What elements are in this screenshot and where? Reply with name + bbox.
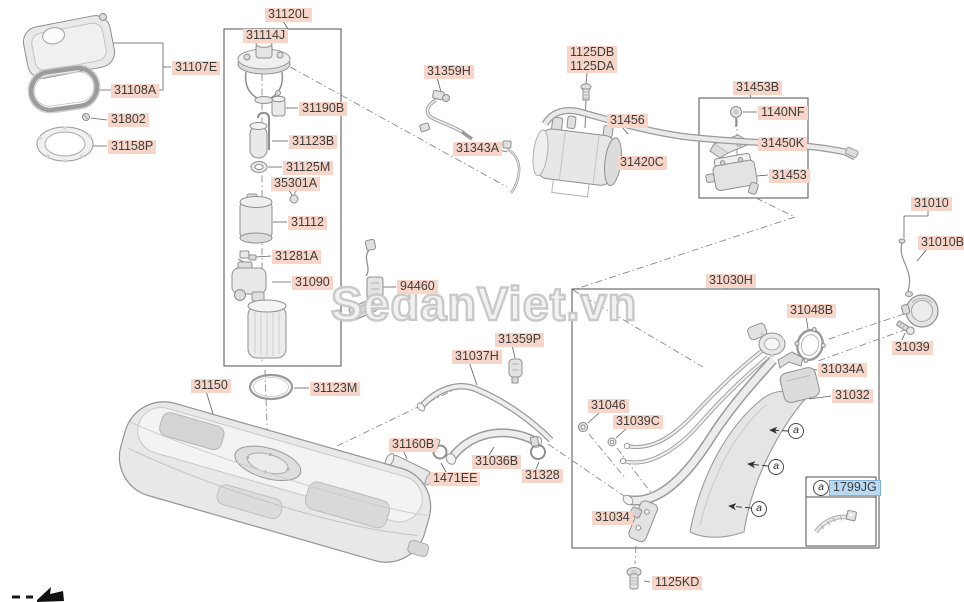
neck-bracket (777, 351, 804, 369)
legend-strap (814, 510, 857, 534)
part-label-31107E[interactable]: 31107E (172, 60, 221, 75)
cover-gasket (27, 64, 101, 114)
part-label-31343A[interactable]: 31343A (453, 141, 503, 156)
canister-close-valve (705, 152, 759, 195)
legend-box (805, 476, 877, 547)
part-label-31120L[interactable]: 31120L (265, 7, 312, 22)
vent-hose (416, 383, 554, 443)
pipe-ring (607, 437, 617, 447)
part-label-31034A[interactable]: 31034A (818, 362, 868, 377)
vent-tube-upper (419, 89, 474, 141)
part-label-31032[interactable]: 31032 (832, 388, 873, 403)
part-label-31039C[interactable]: 31039C (613, 414, 663, 429)
part-label-31010[interactable]: 31010 (911, 196, 952, 211)
part-label-31359H[interactable]: 31359H (424, 64, 474, 79)
part-label-31112[interactable]: 31112 (288, 215, 327, 230)
reservoir-cup (247, 299, 287, 359)
pipe-mount-bracket (628, 500, 658, 543)
part-label-31456[interactable]: 31456 (607, 113, 648, 128)
part-label-31034[interactable]: 31034 (592, 510, 633, 525)
fuel-filter (239, 193, 273, 244)
valve-bolt (730, 106, 742, 127)
part-label-1140NF[interactable]: 1140NF (758, 105, 808, 120)
pipe-nut (577, 421, 589, 433)
part-label-31048B[interactable]: 31048B (787, 303, 837, 318)
part-label-31328[interactable]: 31328 (522, 468, 563, 483)
fuel-pump-motor (249, 111, 270, 159)
evap-canister (532, 115, 622, 198)
pump-flange-plate (237, 40, 291, 104)
part-label-94460[interactable]: 94460 (397, 279, 438, 294)
part-label-31453B[interactable]: 31453B (733, 80, 783, 95)
bracket-bolt (626, 567, 642, 590)
part-label-1125KD[interactable]: 1125KD (652, 575, 703, 590)
part-label-35301A[interactable]: 35301A (271, 176, 321, 191)
part-label-31453[interactable]: 31453 (769, 168, 810, 183)
filler-neck-head (747, 322, 786, 358)
filler-pipe-protector (689, 367, 820, 538)
fuel-filler-cap (901, 294, 939, 328)
fuel-level-sender (348, 238, 384, 321)
part-label-31030H[interactable]: 31030H (706, 273, 756, 288)
pump-pressure-regulator (271, 90, 286, 117)
fuel-tank (118, 401, 432, 563)
part-label-31190B[interactable]: 31190B (299, 101, 348, 116)
fuel-filler-pipes (619, 348, 777, 506)
fuel-cap-tether (898, 238, 913, 297)
fuel-tank-access-cover (22, 12, 116, 79)
part-label-31802[interactable]: 31802 (108, 112, 149, 127)
part-label-31150[interactable]: 31150 (191, 378, 231, 393)
hose-clamp-right (529, 435, 546, 460)
part-label-31158P[interactable]: 31158P (108, 139, 157, 154)
pump-lower-body (231, 261, 267, 302)
cap-screw (896, 320, 915, 336)
part-label-31037H[interactable]: 31037H (452, 349, 502, 364)
canister-bolt (580, 83, 592, 101)
cover-bolt (82, 113, 90, 121)
canister-tube (502, 140, 521, 194)
part-label-31123M[interactable]: 31123M (310, 381, 361, 396)
part-label-31090[interactable]: 31090 (292, 275, 333, 290)
part-label-31010B[interactable]: 31010B (918, 235, 964, 250)
pump-grommet (250, 161, 268, 173)
lock-ring-plate (36, 126, 94, 163)
hose-clip (508, 358, 523, 384)
watermark: SedanViet.vn (330, 276, 638, 331)
part-label-1799JG[interactable]: 1799JG (829, 480, 881, 496)
part-label-31039[interactable]: 31039 (892, 340, 933, 355)
part-label-1471EE[interactable]: 1471EE (430, 471, 481, 486)
tank-o-ring (248, 373, 294, 401)
part-label-31114J[interactable]: 31114J (243, 28, 289, 43)
part-label-31359P[interactable]: 31359P (495, 332, 545, 347)
callout-arrows (728, 426, 789, 511)
filler-neck-box (571, 288, 880, 549)
part-label-31450K[interactable]: 31450K (758, 136, 808, 151)
part-label-31420C[interactable]: 31420C (617, 155, 667, 170)
filler-neck-gasket (794, 327, 826, 363)
front-direction-arrow-icon (12, 587, 64, 602)
pump-clip (237, 250, 257, 264)
part-label-31108A[interactable]: 31108A (111, 83, 160, 98)
part-label-31046[interactable]: 31046 (588, 398, 629, 413)
part-label-31160B[interactable]: 31160B (389, 437, 438, 452)
part-label-31281A[interactable]: 31281A (272, 249, 322, 264)
part-label-31125M[interactable]: 31125M (283, 160, 334, 175)
part-label-31123B[interactable]: 31123B (289, 134, 338, 149)
part-label-31036B[interactable]: 31036B (472, 454, 522, 469)
